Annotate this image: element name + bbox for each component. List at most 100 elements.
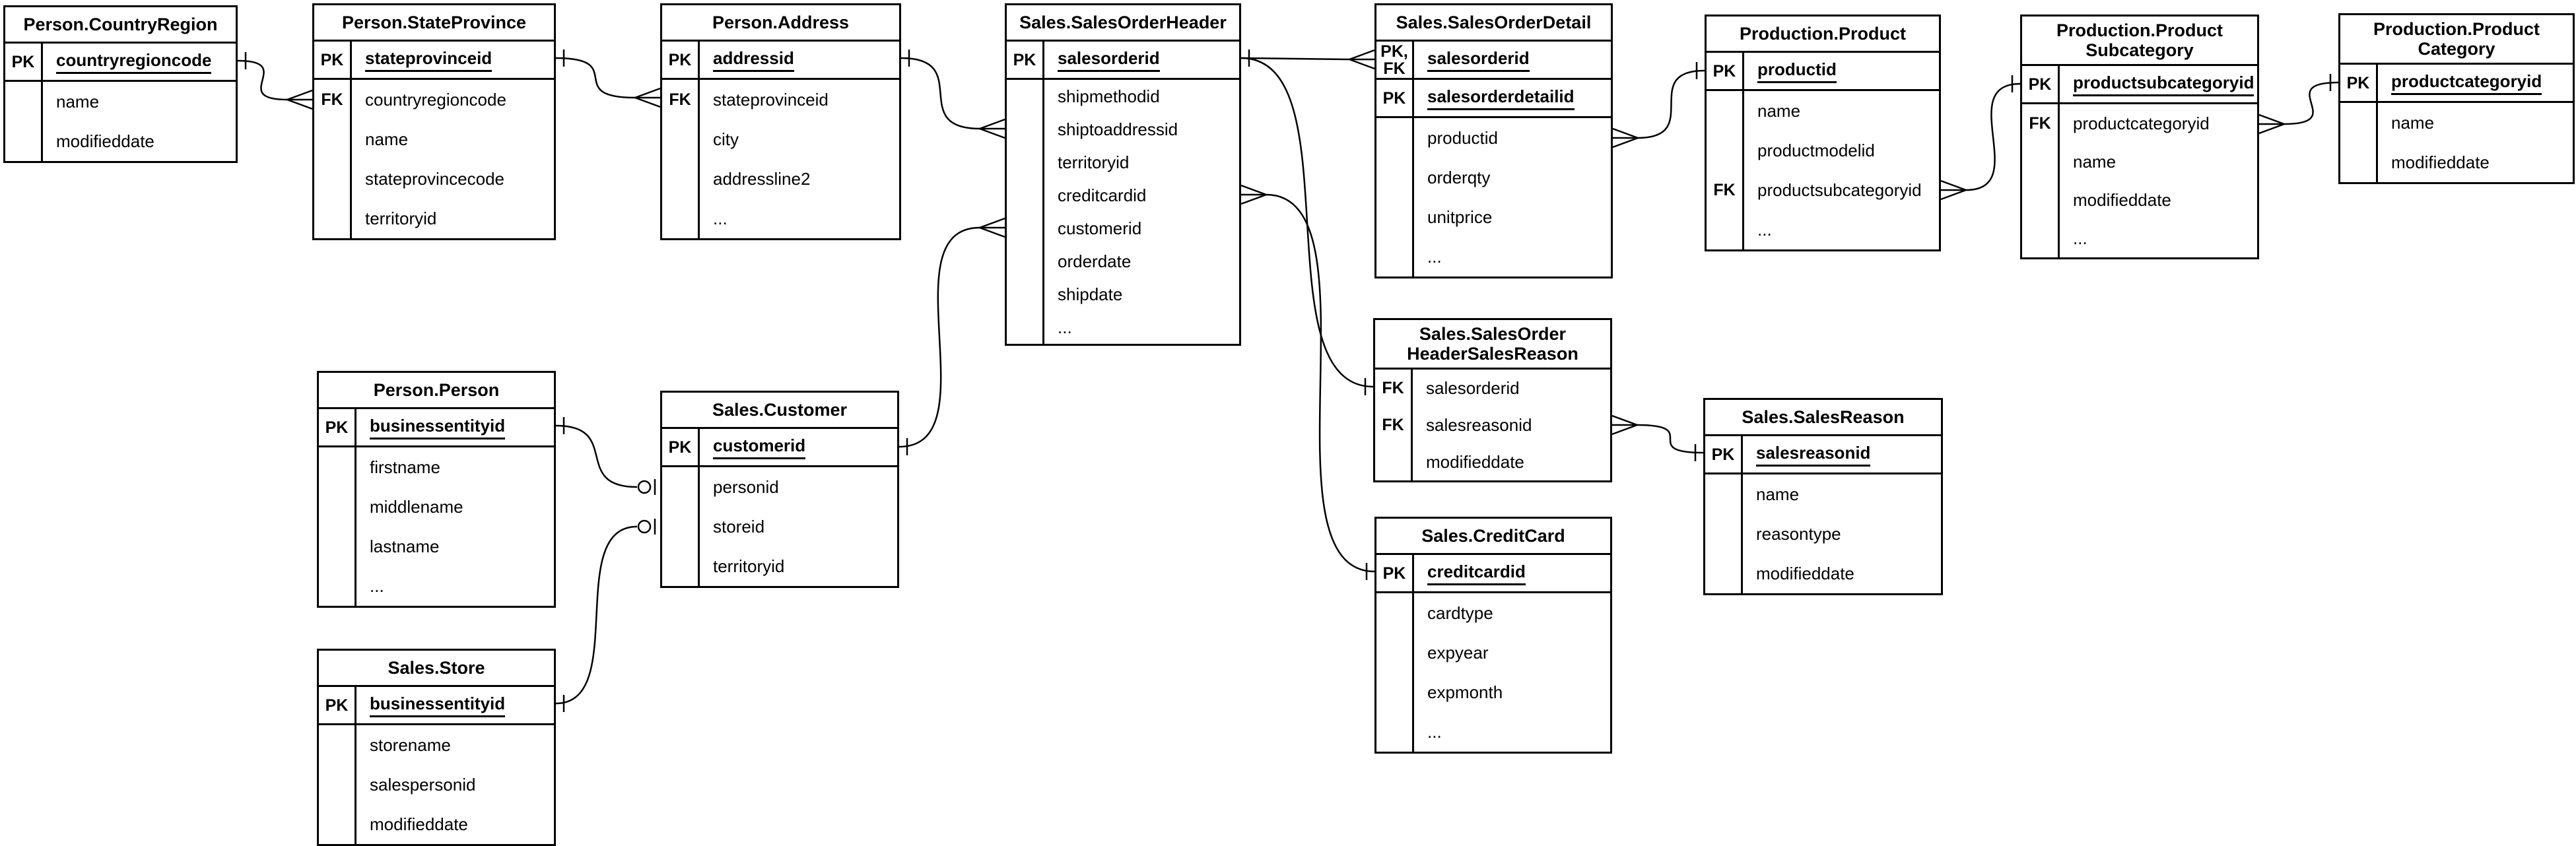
field-name: lastname: [370, 536, 440, 556]
field-key-label: [1376, 158, 1412, 197]
field-key-label: [1007, 179, 1042, 212]
field-name: ...: [1757, 219, 1772, 240]
table-title-line: Sales.SalesOrder: [1419, 324, 1567, 344]
primary-key-field: salesorderid: [1427, 48, 1530, 72]
field-key-label: [5, 121, 41, 161]
table-title-line: Sales.SalesOrderHeader: [1019, 13, 1227, 32]
field-key-label: [1376, 237, 1412, 277]
primary-key-field: productid: [1757, 59, 1837, 83]
relationship-salesorderheader-salesorderdetail: [1240, 49, 1375, 70]
table-field-row: modifieddate: [1743, 554, 1941, 593]
field-name: middlename: [370, 496, 463, 517]
field-key-label: FK: [662, 80, 698, 119]
table-title-line: Person.CountryRegion: [23, 15, 218, 34]
field-key-label: [1007, 146, 1042, 179]
table-field-row: salesreasonid: [1413, 407, 1610, 443]
field-key-label: [2340, 103, 2376, 143]
table-field-row: ...: [1414, 237, 1611, 277]
field-name: modifieddate: [2073, 189, 2171, 210]
primary-key-field: salesorderid: [1058, 48, 1160, 72]
field-key-label: [319, 566, 355, 606]
key-label-line: PK: [668, 50, 692, 69]
field-name: productsubcategoryid: [1757, 179, 1922, 200]
table-title-line: Production.Product: [2056, 20, 2223, 40]
field-key-label: FK: [1375, 407, 1411, 443]
table-title: Sales.SalesReason: [1705, 400, 1941, 436]
field-key-label: [1376, 118, 1412, 158]
field-name: stateprovincecode: [365, 168, 505, 189]
field-name: ...: [370, 575, 384, 596]
key-column: [5, 82, 43, 161]
primary-key-field: businessentityid: [370, 416, 506, 439]
field-key-label: FK: [2022, 104, 2058, 143]
relationship-person-customer: [555, 417, 656, 495]
relationship-headersalesreason-salesreason: [1611, 414, 1704, 461]
key-label-line: PK: [11, 52, 35, 71]
field-column: storename salespersonid modifieddate: [356, 725, 554, 844]
key-column: [662, 467, 700, 586]
table-title-line: Sales.Customer: [712, 400, 848, 420]
key-field-cell: salesreasonid: [1743, 436, 1941, 472]
key-column: [1376, 118, 1414, 277]
field-name: ...: [1058, 317, 1072, 337]
key-field-cell: businessentityid: [356, 409, 554, 445]
field-key-label: [1007, 212, 1042, 245]
table-field-row: modifieddate: [2060, 181, 2257, 219]
field-name: modifieddate: [1426, 451, 1524, 472]
table-field-row: shipdate: [1044, 278, 1239, 311]
field-key-label: [1375, 443, 1411, 480]
key-column: [1007, 80, 1044, 344]
key-column: [1376, 593, 1414, 752]
key-label-line: PK: [320, 50, 344, 69]
field-key-label: [5, 82, 41, 121]
primary-key-field: countryregioncode: [56, 50, 212, 74]
field-key-label: [662, 546, 698, 586]
primary-key-field: productcategoryid: [2391, 71, 2542, 95]
field-name: salespersonid: [370, 774, 476, 795]
relationship-customer-salesorderheader: [898, 217, 1005, 455]
primary-key-field: creditcardid: [1427, 562, 1526, 585]
field-name: city: [713, 129, 739, 149]
relationship-countryregion-stateprovince: [237, 52, 313, 110]
field-name: shiptoaddressid: [1058, 119, 1178, 139]
table-field-row: storename: [356, 725, 554, 765]
table-field-row: ...: [1414, 712, 1610, 752]
field-key-label: [662, 159, 698, 199]
field-name: ...: [713, 208, 728, 228]
table-field-row: productmodelid: [1744, 131, 1939, 170]
key-label: PK: [1705, 436, 1743, 472]
key-label-line: PK: [325, 696, 349, 715]
key-label: PK: [2022, 66, 2060, 102]
table-field-row: cardtype: [1414, 593, 1610, 633]
field-name: modifieddate: [370, 814, 468, 834]
primary-key-field: businessentityid: [370, 694, 506, 717]
field-name: name: [2073, 151, 2117, 172]
key-column: [1705, 474, 1743, 593]
key-label-line: PK,: [1380, 42, 1408, 61]
field-key-label: [1376, 197, 1412, 237]
field-name: customerid: [1058, 218, 1142, 238]
